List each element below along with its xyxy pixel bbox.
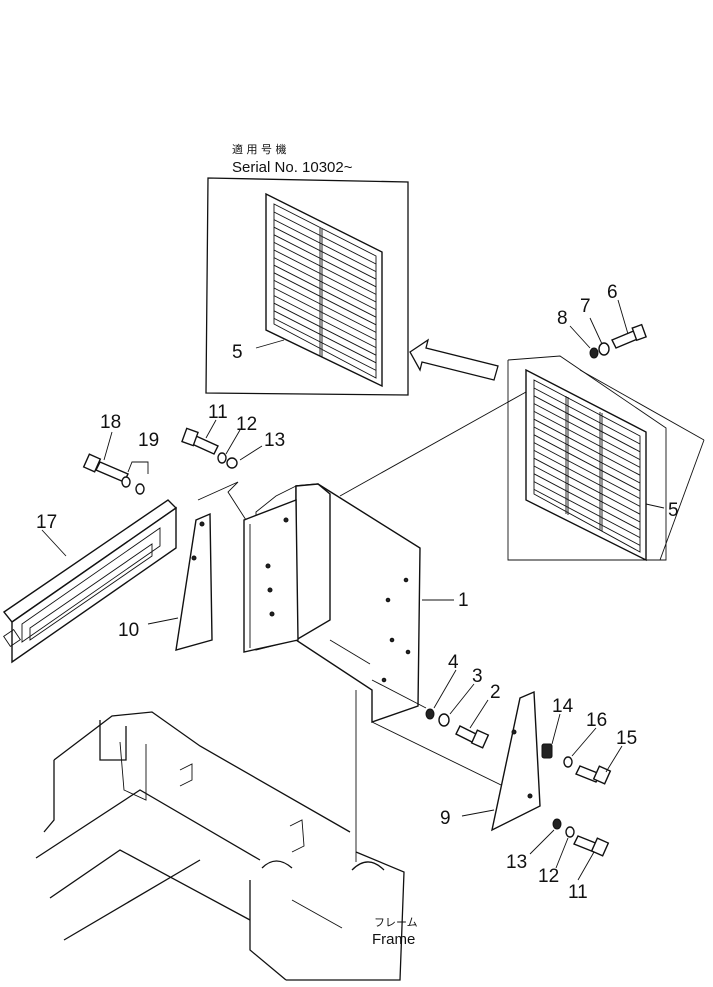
callout-14: 14	[552, 696, 574, 717]
grille-slat	[533, 395, 641, 453]
grille-slat	[273, 264, 377, 318]
arrow-icon	[409, 338, 499, 381]
grille-slat	[273, 249, 377, 303]
callout-3: 3	[472, 666, 483, 687]
plate-17	[2, 499, 178, 664]
bolt-18	[82, 453, 129, 483]
grille-slat	[273, 257, 377, 311]
grille-slat	[533, 481, 641, 538]
grille-slat	[533, 457, 641, 515]
grille-slat	[273, 272, 377, 326]
serial-label: Serial No. 10302~	[232, 159, 353, 176]
washer-8	[589, 347, 599, 359]
bolt-15	[575, 765, 612, 785]
grille-slat	[533, 450, 641, 507]
callout-6: 6	[607, 282, 618, 303]
washer-12b	[565, 826, 575, 838]
callout-8: 8	[557, 308, 568, 329]
frame-label-jp: フレーム	[374, 916, 418, 929]
callout-19: 19	[138, 430, 159, 451]
clip-14	[541, 743, 553, 759]
grille-slat	[273, 211, 377, 265]
callout-10: 10	[118, 620, 139, 641]
washer-7	[598, 342, 610, 356]
grille-slat	[273, 226, 377, 280]
callout-9: 9	[440, 808, 451, 829]
grille-slat	[533, 473, 641, 531]
callout-11-lower: 11	[568, 882, 588, 903]
washer-4	[425, 708, 435, 720]
washer-16	[563, 756, 573, 768]
callout-2: 2	[490, 682, 501, 703]
washer-13b	[552, 818, 562, 830]
bolt-6	[611, 323, 647, 349]
washer-19b	[135, 483, 145, 495]
frame	[35, 711, 405, 981]
grille-old-group	[507, 355, 705, 562]
callout-13-upper: 13	[264, 430, 285, 451]
grille-slat	[273, 295, 377, 349]
callout-5-inset: 5	[232, 342, 243, 363]
grille-slat	[533, 418, 641, 476]
callout-13-lower: 13	[506, 852, 527, 873]
callout-11-upper: 11	[208, 402, 228, 423]
leaders	[41, 299, 665, 881]
grille-slat	[533, 387, 641, 445]
callout-5-old: 5	[668, 500, 679, 521]
bolt-2	[455, 725, 490, 749]
housing-1	[243, 483, 421, 723]
callout-17: 17	[36, 512, 57, 533]
washer-3	[438, 713, 450, 727]
grille-new	[265, 192, 383, 388]
callout-1: 1	[458, 590, 469, 611]
grille-slat	[273, 317, 377, 371]
callout-4: 4	[448, 652, 459, 673]
bracket-10	[175, 512, 213, 651]
callout-12-lower: 12	[538, 866, 559, 887]
washer-12a	[217, 452, 227, 464]
callout-16: 16	[586, 710, 607, 731]
grille-slat	[533, 489, 641, 546]
grille-slat	[533, 411, 641, 468]
washer-19a	[121, 476, 131, 488]
serial-inset: 適 用 号 機 Serial No. 10302~	[205, 142, 409, 396]
callout-15: 15	[616, 728, 637, 749]
callout-12-upper: 12	[236, 414, 257, 435]
frame-label: Frame	[372, 931, 415, 948]
grille-slat	[273, 302, 377, 356]
grille-slat	[273, 234, 377, 288]
bolt-11a	[181, 427, 219, 455]
grille-slat	[273, 219, 377, 273]
grille-slat	[273, 310, 377, 364]
bolt-11b	[573, 835, 610, 857]
grille-slat	[533, 426, 641, 484]
grille-slat	[273, 287, 377, 341]
callout-7: 7	[580, 296, 591, 317]
washer-13a	[226, 457, 238, 469]
callout-18: 18	[100, 412, 121, 433]
grille-slat	[273, 279, 377, 333]
inset-box	[205, 177, 409, 396]
grille-slat	[533, 434, 641, 492]
grille-slat	[533, 465, 641, 523]
grille-slat	[533, 442, 641, 499]
bracket-9	[491, 690, 541, 832]
grille-slat	[533, 403, 641, 460]
grille-slat	[273, 241, 377, 295]
serial-label-jp: 適 用 号 機	[232, 142, 287, 156]
